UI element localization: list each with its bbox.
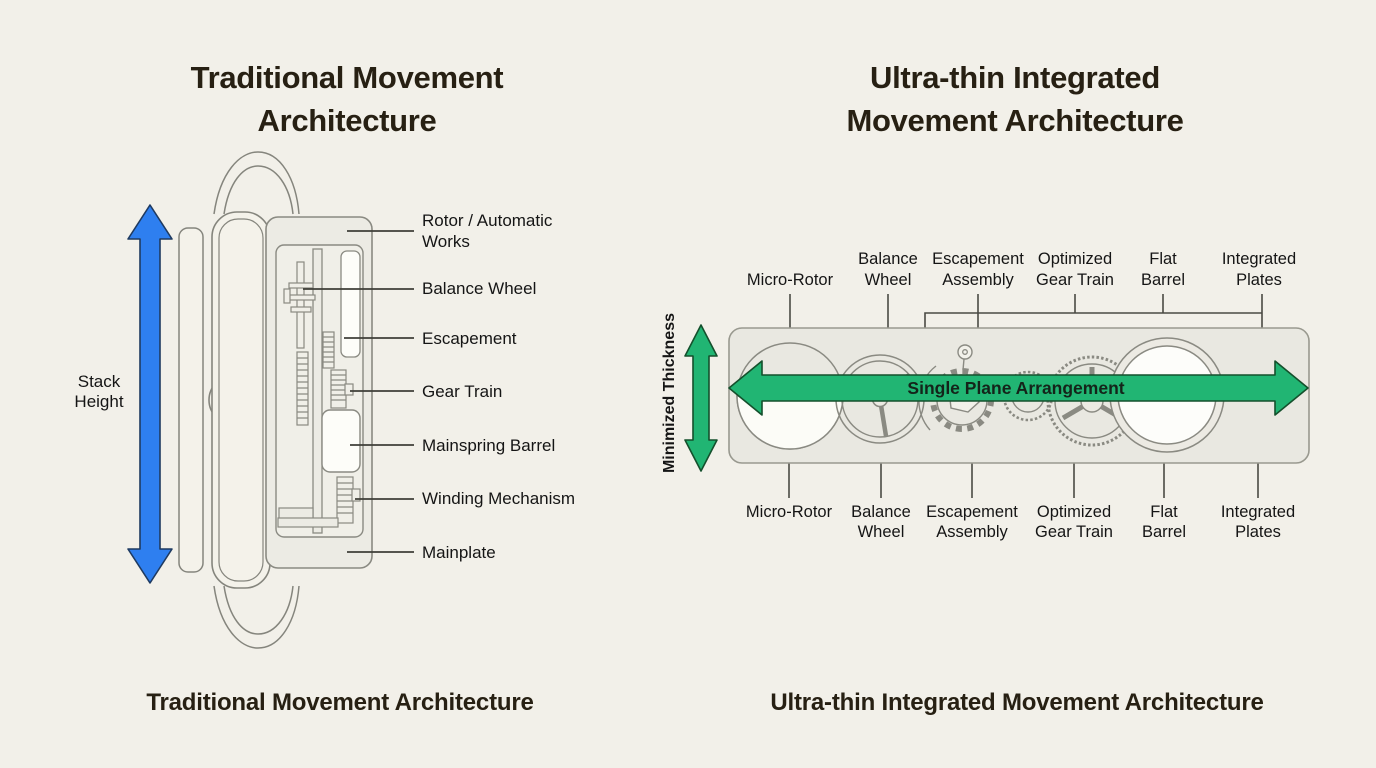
label-mainplate: Mainplate: [422, 543, 496, 562]
minimized-thickness-arrow: [684, 324, 718, 472]
watch-case: [211, 211, 271, 589]
central-plate: [312, 248, 323, 534]
escapement-bridge: [340, 250, 361, 358]
left-panel-caption: Traditional Movement Architecture: [146, 689, 534, 716]
top-label-escapement-assembly: Escapement Assembly: [932, 250, 1024, 289]
bottom-label-flat-barrel: Flat Barrel: [1141, 503, 1186, 542]
traditional-watch-diagram: [178, 151, 414, 649]
balance-wheel-shape: [283, 261, 316, 349]
left-panel-title: Traditional Movement Architecture: [190, 60, 504, 138]
label-balance-wheel: Balance Wheel: [422, 279, 537, 298]
stack-height-label: Stack Height: [74, 372, 124, 412]
bottom-label-escapement-assembly: Escapement Assembly: [926, 503, 1018, 542]
top-label-optimized-gear-train: Optimized Gear Train: [1036, 250, 1114, 289]
bottom-label-balance-wheel: Balance Wheel: [851, 503, 911, 542]
winding-mechanism-shape: [336, 476, 361, 524]
right-panel-caption: Ultra-thin Integrated Movement Architect…: [770, 689, 1264, 716]
ultrathin-movement-diagram: [684, 294, 1310, 498]
leader-lines: [303, 230, 414, 553]
top-label-flat-barrel: Flat Barrel: [1140, 250, 1185, 289]
single-plane-arrow: [728, 360, 1309, 416]
top-label-micro-rotor: Micro-Rotor: [746, 270, 834, 289]
gear-train-shape: [296, 331, 354, 426]
label-rotor-automatic-works: Rotor / Automatic Works: [422, 211, 553, 251]
right-panel-title: Ultra-thin Integrated Movement Architect…: [846, 60, 1184, 138]
single-plane-arrangement-label: Single Plane Arrangement: [907, 378, 1125, 398]
watch-strap-lugs: [213, 151, 300, 649]
mainplate-shape: [277, 507, 339, 528]
mainspring-barrel-shape: [321, 409, 361, 473]
top-label-integrated-plates: Integrated Plates: [1221, 250, 1297, 289]
stack-height-arrow: [127, 204, 173, 584]
bottom-label-micro-rotor: Micro-Rotor: [745, 503, 833, 521]
bottom-label-integrated-plates: Integrated Plates: [1220, 503, 1296, 542]
top-label-balance-wheel: Balance Wheel: [858, 250, 918, 289]
bottom-label-optimized-gear-train: Optimized Gear Train: [1035, 503, 1113, 542]
label-mainspring-barrel: Mainspring Barrel: [422, 436, 556, 455]
stack-height-arrow-shape: [127, 204, 173, 584]
label-winding-mechanism: Winding Mechanism: [422, 489, 576, 508]
label-gear-train: Gear Train: [422, 382, 503, 401]
label-escapement: Escapement: [422, 329, 517, 348]
case-back: [178, 227, 204, 573]
watch-case-inner-contour: [218, 218, 264, 582]
